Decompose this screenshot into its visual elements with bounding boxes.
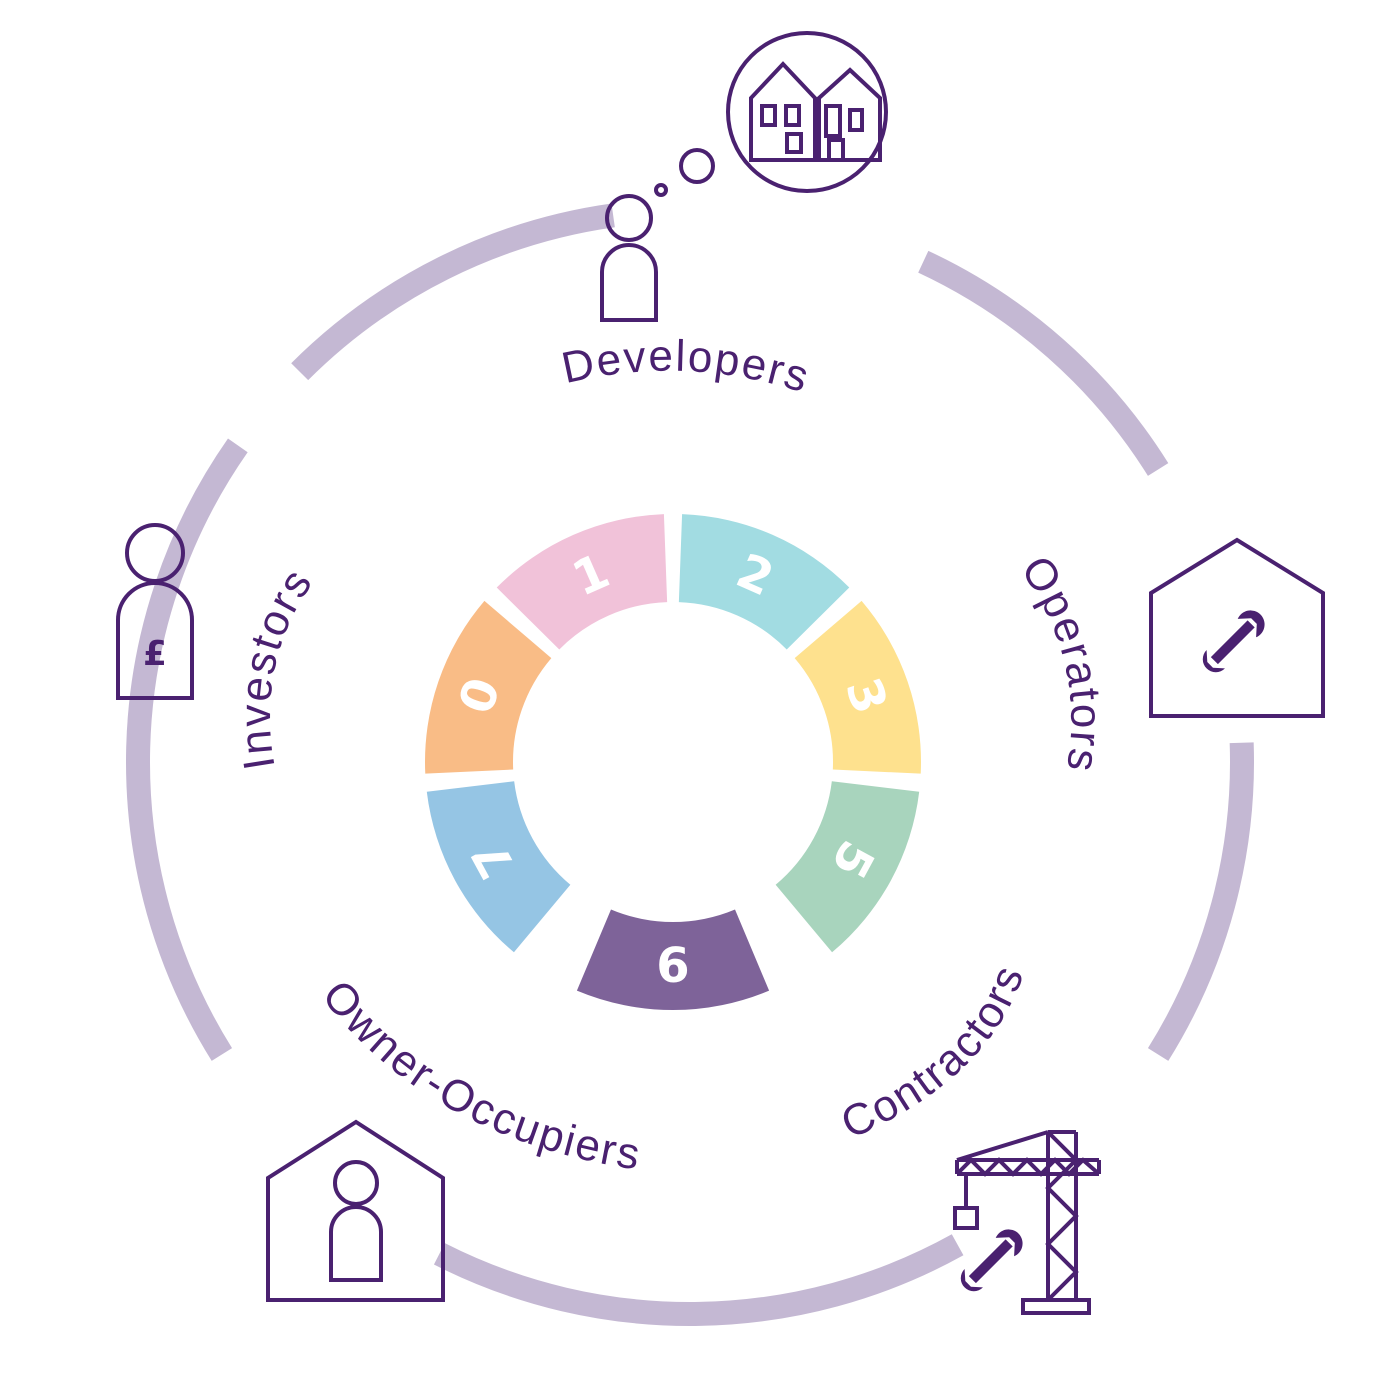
role-labels: Developers Operators Contractors Owner-O… bbox=[231, 332, 1111, 1180]
person-money-bag-icon: £ bbox=[116, 523, 194, 700]
role-label-owner-occupiers: Owner-Occupiers bbox=[313, 971, 645, 1180]
outer-ring bbox=[126, 203, 1254, 1326]
role-label-operators-text: Operators bbox=[1012, 547, 1109, 776]
house-person-icon bbox=[266, 1119, 445, 1302]
donut-segment-label: 6 bbox=[656, 938, 689, 994]
ring-arc bbox=[126, 438, 248, 1061]
role-label-contractors-text: Contractors bbox=[834, 958, 1032, 1149]
donut-segment bbox=[424, 600, 552, 774]
role-label-investors-text: Investors bbox=[231, 559, 321, 773]
donut-segment bbox=[775, 781, 920, 953]
donut-segment bbox=[794, 600, 921, 774]
ring-arc bbox=[433, 1234, 964, 1326]
role-label-contractors: Contractors bbox=[834, 958, 1034, 1149]
ring-arc bbox=[291, 203, 615, 381]
role-label-investors: Investors bbox=[231, 559, 323, 773]
house-wrench-icon bbox=[1149, 537, 1325, 718]
role-label-operators: Operators bbox=[1012, 547, 1111, 776]
currency-symbol: £ bbox=[143, 634, 167, 674]
donut-segment bbox=[426, 781, 571, 953]
role-label-developers: Developers bbox=[557, 332, 815, 403]
ring-arc bbox=[918, 250, 1169, 476]
person-thinking-houses-icon bbox=[600, 31, 888, 322]
ring-arc bbox=[1147, 742, 1254, 1061]
role-label-owner-occupiers-text: Owner-Occupiers bbox=[313, 971, 643, 1180]
role-label-developers-text: Developers bbox=[557, 332, 813, 403]
crane-wrench-icon bbox=[953, 1130, 1101, 1315]
donut-segment bbox=[496, 514, 668, 650]
donut-segment bbox=[576, 909, 770, 1011]
donut-segment bbox=[678, 514, 850, 650]
